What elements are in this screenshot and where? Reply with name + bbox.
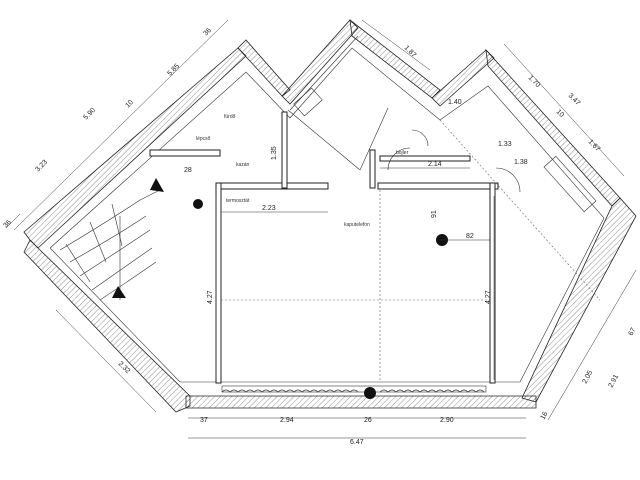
dim-323: 3.23 xyxy=(34,159,49,174)
dim-223: 2.23 xyxy=(262,205,276,212)
dim-67: 67 xyxy=(628,327,638,337)
dim-10-left: 10 xyxy=(124,99,135,110)
dim-36-top-left: 36 xyxy=(202,27,213,38)
note-heater: termosztát xyxy=(226,198,250,204)
note-kazan: kazán xyxy=(236,162,250,168)
stair-arrow-down xyxy=(112,286,126,298)
dim-82: 82 xyxy=(466,233,474,240)
fixtures xyxy=(221,35,601,393)
dim-294: 2.94 xyxy=(280,417,294,424)
notes: lépcső termosztát kazán bojler kaputelef… xyxy=(196,114,409,228)
dim-10-right: 10 xyxy=(555,108,566,119)
note-stair: lépcső xyxy=(196,136,211,142)
dim-167: 1.67 xyxy=(587,138,602,153)
note-wall: fürdő xyxy=(224,114,236,120)
dim-214: 2.14 xyxy=(428,161,442,168)
partitions xyxy=(149,111,499,384)
dim-170: 1.70 xyxy=(527,74,542,89)
dim-427-right: 4.27 xyxy=(485,290,492,304)
staircase xyxy=(59,178,164,301)
dim-133: 1.33 xyxy=(498,141,512,148)
dim-347: 3.47 xyxy=(567,92,582,107)
dim-26: 26 xyxy=(364,417,372,424)
marker-dot-left xyxy=(193,199,203,209)
dim-91: 91 xyxy=(431,210,438,218)
dim-16: 16 xyxy=(540,411,550,421)
dim-187: 1.87 xyxy=(403,44,418,59)
stair-arrow-up xyxy=(150,178,164,192)
dim-647: 6.47 xyxy=(350,439,364,446)
note-bojler: bojler xyxy=(396,150,409,156)
dim-138: 1.38 xyxy=(514,159,528,166)
marker-dot-bottom xyxy=(364,387,376,399)
dim-37: 37 xyxy=(200,417,208,424)
dim-205: 2.05 xyxy=(582,370,595,385)
dim-36-left: 36 xyxy=(2,219,13,230)
outer-walls xyxy=(23,19,637,413)
dim-427-left: 4.27 xyxy=(207,290,214,304)
inner-outline xyxy=(49,47,605,383)
dim-28: 28 xyxy=(184,167,192,174)
note-kaputelefon: kaputelefon xyxy=(344,222,370,228)
dim-135: 1.35 xyxy=(271,146,278,160)
dim-140: 1.40 xyxy=(448,99,462,106)
dim-590: 5.90 xyxy=(82,107,97,122)
dim-291: 2.91 xyxy=(608,374,621,389)
dim-290: 2.90 xyxy=(440,417,454,424)
dimension-lines xyxy=(5,19,637,439)
dim-585: 5.85 xyxy=(166,63,181,78)
